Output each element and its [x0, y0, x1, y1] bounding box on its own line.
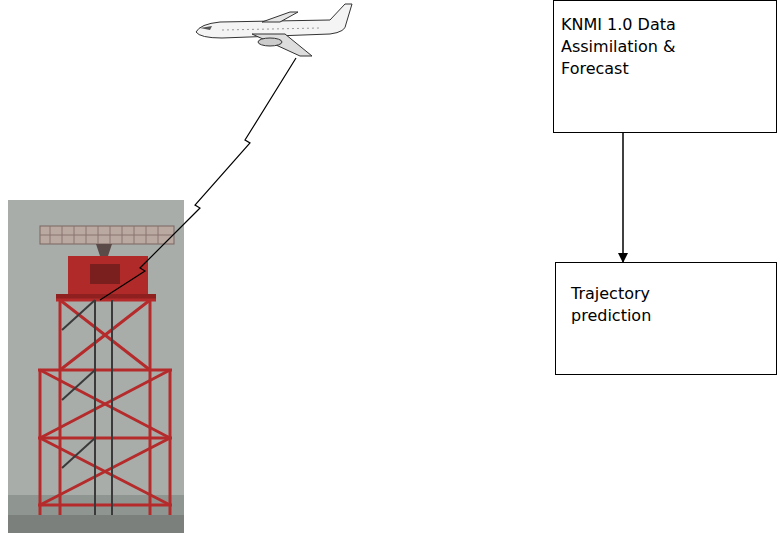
flow-arrow	[622, 133, 624, 262]
box-label: KNMI 1.0 Data Assimilation & Forecast	[561, 14, 701, 80]
airplane	[196, 4, 352, 56]
radio-link	[100, 58, 296, 300]
box-label: Trajectory prediction	[571, 283, 731, 327]
process-box: Trajectory prediction	[555, 262, 777, 375]
process-box: KNMI 1.0 Data Assimilation & Forecast	[553, 0, 777, 133]
